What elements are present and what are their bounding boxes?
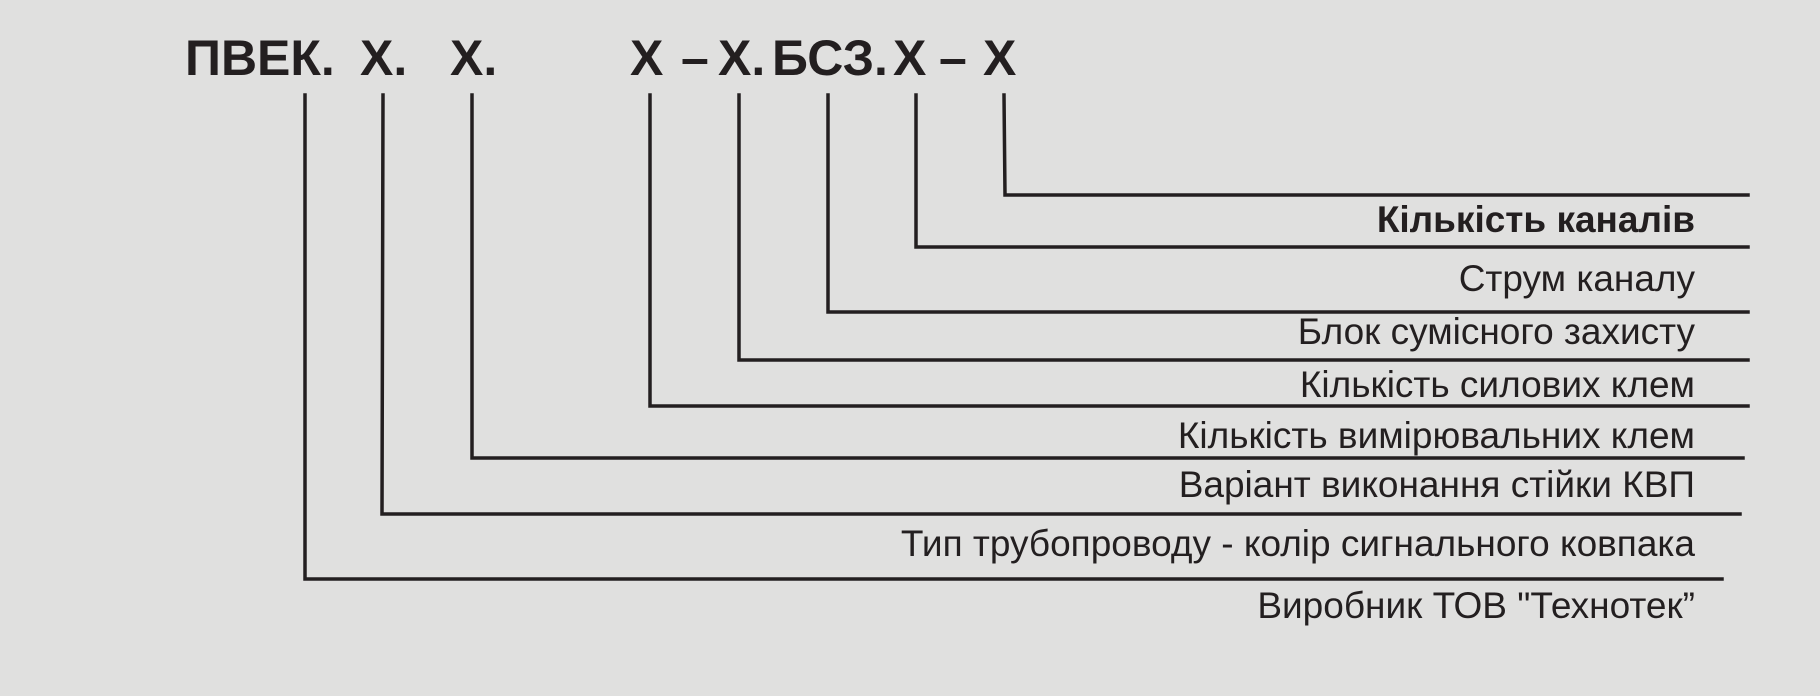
leader-line-pipeline-type (380, 93, 1742, 516)
code-segment-4: Х. (718, 30, 766, 86)
leader-line-channel-current (914, 93, 1750, 249)
code-prefix: ПВЕК. (185, 30, 335, 86)
code-dash-2: – (939, 30, 967, 86)
leader-line-channels-count (1002, 93, 1750, 197)
leader-line-measuring-terminals (648, 93, 1750, 408)
label-protection-block: Блок сумісного захисту (1297, 311, 1695, 352)
label-rack-variant: Варіант виконання стійки КВП (1178, 464, 1695, 505)
leader-line-protection-block (826, 93, 1750, 314)
code-bsz: БСЗ. (772, 30, 888, 86)
label-channels-count: Кількість каналів (1376, 199, 1695, 240)
code-segment-2: Х. (450, 30, 498, 86)
label-pipeline-type: Тип трубопроводу - колір сигнального ков… (900, 523, 1695, 564)
label-measuring-terminals: Кількість вимірювальних клем (1177, 415, 1695, 456)
code-segment-3: Х (630, 30, 664, 86)
leader-line-manufacturer (303, 93, 1724, 581)
code-segment-1: Х. (360, 30, 408, 86)
code-segment-6: Х (983, 30, 1017, 86)
label-power-terminals: Кількість силових клем (1299, 364, 1695, 405)
code-segment-5: Х (893, 30, 927, 86)
code-dash-1: – (681, 30, 709, 86)
leader-line-power-terminals (737, 93, 1750, 362)
label-channel-current: Струм каналу (1458, 258, 1695, 299)
leader-line-rack-variant (470, 93, 1745, 460)
label-manufacturer: Виробник ТОВ "Технотек” (1257, 585, 1695, 626)
